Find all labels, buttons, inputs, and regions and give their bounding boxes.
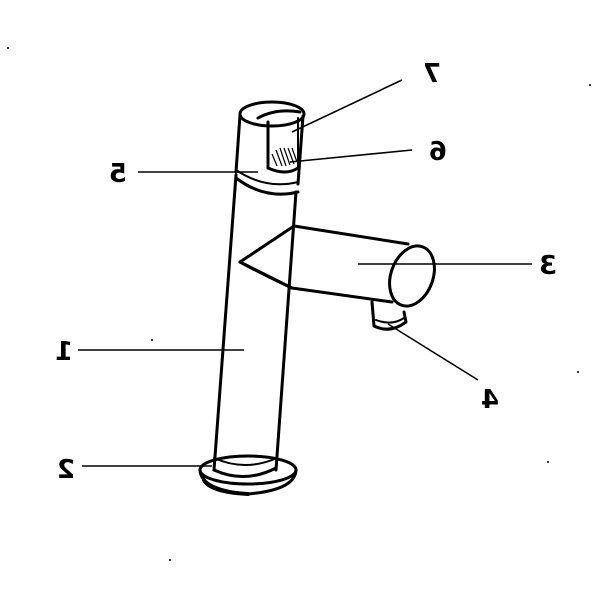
scan-specks [7,47,591,561]
faucet-spout [238,224,436,308]
faucet-body-column [212,173,298,479]
leader-line-7 [291,79,403,133]
leader-lines [78,79,532,467]
callout-2: 2 [57,455,75,485]
callout-6: 6 [429,137,447,167]
callout-labels: 7 6 5 3 4 1 2 [55,59,557,485]
callout-5: 5 [109,159,127,189]
leader-line-4 [387,323,479,381]
callout-4: 4 [481,385,499,415]
callout-3: 3 [539,251,557,281]
faucet-control-hatching [271,147,298,167]
callout-1: 1 [55,337,73,367]
leader-line-6 [289,149,413,163]
faucet-collar [234,169,300,196]
callout-7: 7 [423,59,441,89]
faucet-base-flange [198,454,298,496]
faucet-lever [256,109,302,174]
faucet-aerator [370,300,408,331]
